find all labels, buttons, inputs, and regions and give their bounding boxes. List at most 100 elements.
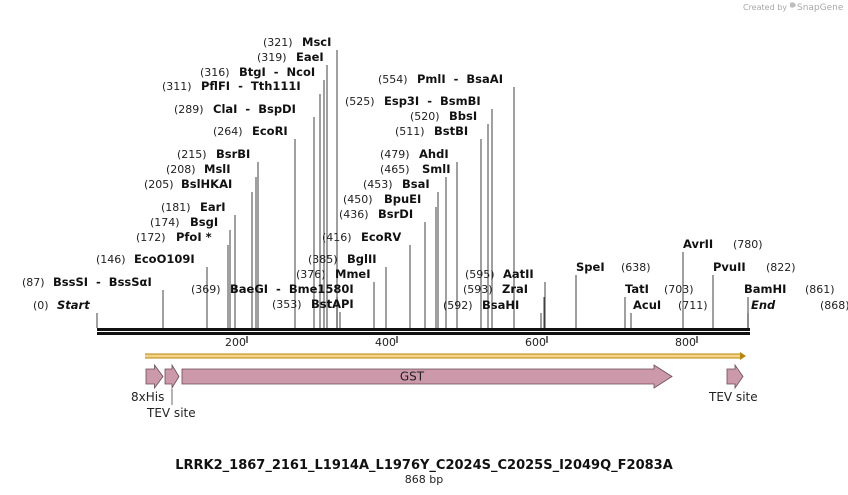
- site-name-label: BsgI: [190, 215, 218, 229]
- site-position-label: (0): [33, 299, 49, 312]
- restriction-site[interactable]: (416)EcoRV: [322, 230, 411, 328]
- site-position-label: (450): [343, 193, 373, 206]
- site-name-label: Esp3I - BsmBI: [384, 94, 481, 108]
- feature-arrow: [726, 363, 744, 390]
- restriction-site[interactable]: (172) PfoI *: [136, 230, 229, 328]
- restriction-site[interactable]: (319)EaeI: [257, 50, 328, 328]
- creator-credit: Created by SnapGene: [743, 2, 844, 13]
- ruler-tick-label: 400: [375, 336, 396, 349]
- feature-arrow: [181, 364, 673, 389]
- restriction-site[interactable]: (181)EarI: [161, 200, 236, 328]
- feature-label: TEV site: [708, 390, 758, 404]
- restriction-site[interactable]: (868)End: [747, 298, 848, 328]
- site-name-label: EcoRI: [252, 124, 288, 138]
- restriction-site[interactable]: (208)MslI: [166, 162, 257, 328]
- ruler-tick-label: 800: [675, 336, 696, 349]
- restriction-site[interactable]: (780)AvrII: [682, 237, 763, 328]
- restriction-site[interactable]: (311)PflFI - Tth111I: [162, 79, 321, 328]
- restriction-site[interactable]: (479)AhdI: [380, 147, 458, 328]
- site-position-label: (146): [96, 253, 126, 266]
- restriction-site[interactable]: (436)BsrDI: [339, 207, 426, 328]
- site-name-label: BaeGI - Bme1580I: [230, 282, 354, 296]
- restriction-site[interactable]: (703)TatI: [624, 282, 694, 328]
- site-name-label: BbsI: [449, 109, 477, 123]
- site-position-label: (376): [296, 268, 326, 281]
- site-position-label: (453): [363, 178, 393, 191]
- restriction-site[interactable]: (376)MmeI: [296, 267, 375, 328]
- site-position-label: (638): [621, 261, 651, 274]
- site-name-label: AvrII: [683, 237, 713, 251]
- site-name-label: PfoI *: [176, 230, 212, 244]
- restriction-site[interactable]: (520) BbsI: [410, 109, 489, 328]
- feature-tev-site[interactable]: TEV site: [146, 363, 196, 420]
- site-position-label: (181): [161, 201, 191, 214]
- site-name-label: MslI: [204, 162, 231, 176]
- site-position-label: (861): [805, 283, 835, 296]
- site-position-label: (525): [345, 95, 375, 108]
- site-position-label: (369): [191, 283, 221, 296]
- site-name-label: Start: [57, 298, 90, 312]
- site-position-label: (264): [213, 125, 243, 138]
- restriction-site[interactable]: (861)BamHI: [744, 282, 835, 328]
- site-position-label: (593): [463, 283, 493, 296]
- site-position-label: (319): [257, 51, 287, 64]
- site-position-label: (592): [443, 299, 473, 312]
- restriction-site[interactable]: (465)SmlI: [380, 162, 451, 328]
- site-name-label: AhdI: [419, 147, 449, 161]
- restriction-site[interactable]: (385)BglII: [308, 252, 387, 328]
- site-position-label: (385): [308, 253, 338, 266]
- site-position-label: (520): [410, 110, 440, 123]
- site-name-label: BsaHI: [482, 298, 519, 312]
- restriction-site[interactable]: (0) Start: [33, 298, 98, 328]
- restriction-site[interactable]: (289)ClaI - BspDI: [174, 102, 315, 328]
- restriction-site[interactable]: (264) EcoRI: [213, 124, 296, 328]
- site-position-label: (174): [150, 216, 180, 229]
- restriction-site[interactable]: (146)EcoO109I: [96, 252, 208, 328]
- site-name-label: BsrBI: [216, 147, 250, 161]
- feature-8xhis[interactable]: 8xHis: [131, 363, 164, 404]
- restriction-site[interactable]: (511)BstBI: [395, 124, 482, 328]
- restriction-site[interactable]: (453)BsaI: [363, 177, 439, 328]
- feature-gst[interactable]: GST: [181, 364, 673, 389]
- creator-brand: SnapGene: [797, 3, 844, 13]
- restriction-sites: (0)Start(87)BssSI - BssSαI(146)EcoO109I(…: [22, 35, 848, 328]
- restriction-site[interactable]: (215) BsrBI: [177, 147, 259, 328]
- dna-backbone: [97, 328, 750, 335]
- restriction-site[interactable]: (205) BslHKAI: [144, 177, 253, 328]
- restriction-site[interactable]: (638)SpeI: [575, 260, 651, 328]
- site-name-label: MscI: [302, 35, 331, 49]
- site-position-label: (353): [272, 298, 302, 311]
- site-position-label: (436): [339, 208, 369, 221]
- restriction-site[interactable]: (711)AcuI: [630, 298, 708, 328]
- site-position-label: (205): [144, 178, 174, 191]
- site-position-label: (868): [820, 299, 848, 312]
- restriction-site[interactable]: (87)BssSI - BssSαI: [22, 275, 164, 328]
- restriction-site[interactable]: (174) BsgI: [150, 215, 231, 328]
- restriction-site[interactable]: (353)BstAPI: [272, 297, 354, 328]
- site-position-label: (465): [380, 163, 410, 176]
- restriction-site[interactable]: (822)PvuII: [712, 260, 796, 328]
- site-name-label: PflFI - Tth111I: [201, 79, 301, 93]
- restriction-site[interactable]: (595)AatII: [465, 267, 546, 328]
- site-position-label: (87): [22, 276, 45, 289]
- restriction-site[interactable]: (554)PmlI - BsaAI: [378, 72, 515, 328]
- site-name-label: BpuEI: [384, 192, 421, 206]
- restriction-site[interactable]: (592) BsaHI: [443, 298, 542, 328]
- site-position-label: (511): [395, 125, 425, 138]
- site-position-label: (595): [465, 268, 495, 281]
- restriction-site[interactable]: (593) ZraI: [463, 282, 545, 328]
- restriction-site[interactable]: (321)MscI: [263, 35, 338, 328]
- restriction-site[interactable]: (525) Esp3I - BsmBI: [345, 94, 493, 328]
- site-name-label: BslHKAI: [181, 177, 232, 191]
- restriction-site[interactable]: (316)BtgI - NcoI: [200, 65, 325, 328]
- feature-tev-site[interactable]: TEV site: [708, 363, 758, 404]
- site-position-label: (711): [678, 299, 708, 312]
- restriction-site[interactable]: (369) BaeGI - Bme1580I: [191, 282, 354, 328]
- site-position-label: (215): [177, 148, 207, 161]
- restriction-site[interactable]: (450) BpuEI: [343, 192, 437, 328]
- ruler-tick-label: 200: [225, 336, 246, 349]
- site-position-label: (172): [136, 231, 166, 244]
- site-name-label: ZraI: [502, 282, 528, 296]
- feature-label: GST: [400, 370, 425, 384]
- site-name-label: PmlI - BsaAI: [417, 72, 503, 86]
